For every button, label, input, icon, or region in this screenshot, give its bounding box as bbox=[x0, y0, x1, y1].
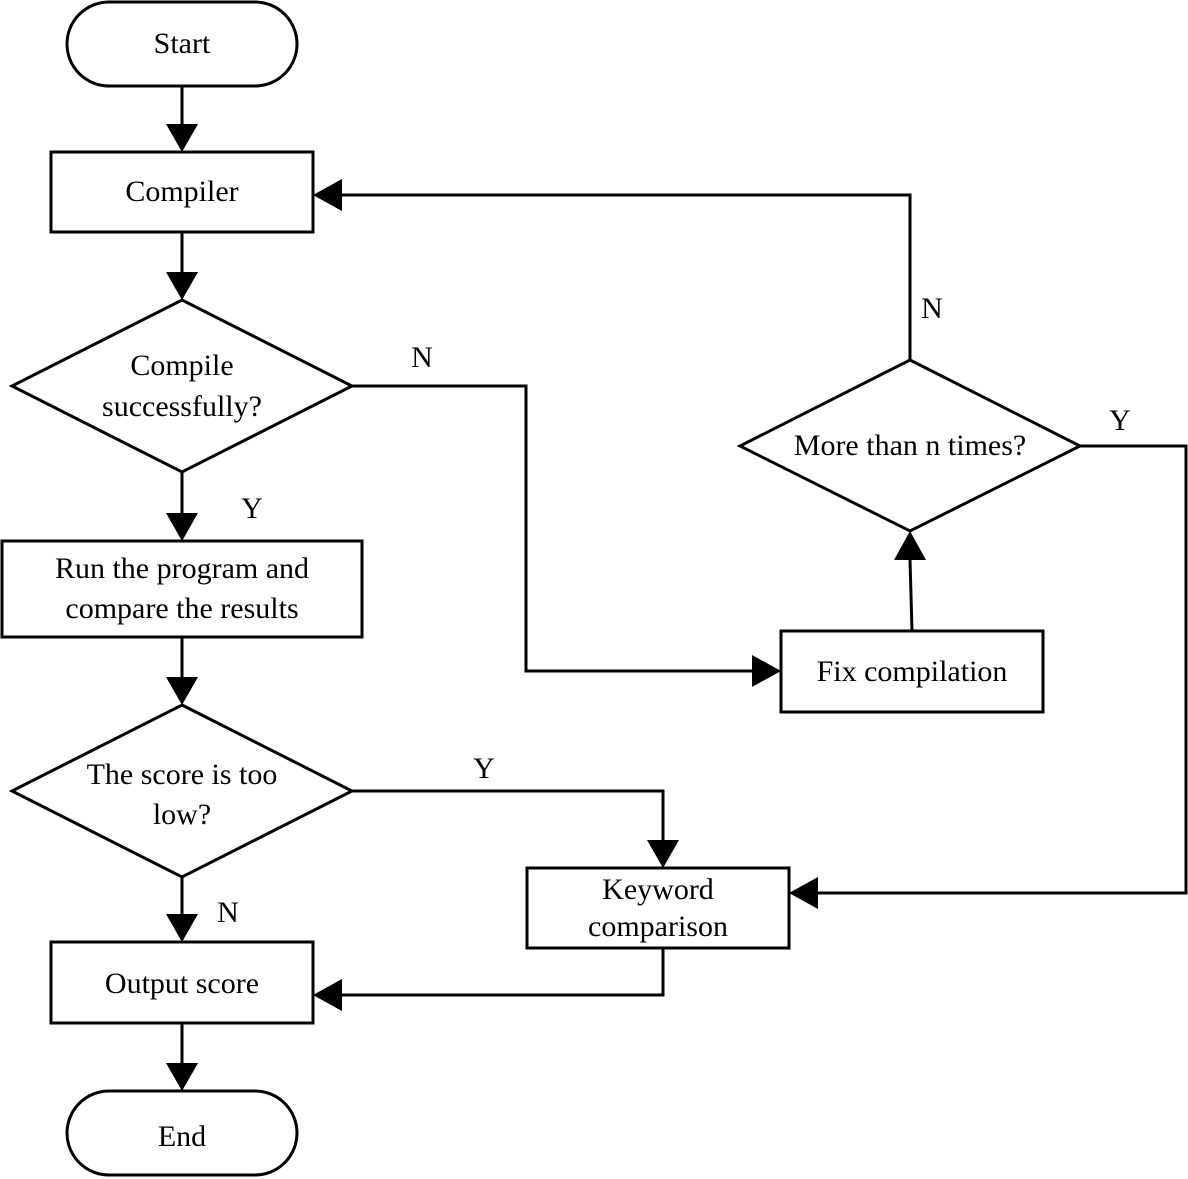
score-too-low-label-line2: low? bbox=[153, 798, 211, 831]
keyword-comparison-label-line2: comparison bbox=[588, 910, 728, 943]
run-program-process: Run the program and compare the results bbox=[0, 539, 364, 639]
keyword-comparison-process: Keyword comparison bbox=[525, 866, 791, 950]
arrowhead bbox=[166, 914, 198, 942]
arrowhead bbox=[166, 677, 198, 705]
edge-score-yes-to-keyword bbox=[352, 789, 665, 840]
edge-compile-no-to-fix bbox=[352, 384, 752, 673]
compile-no-label: N bbox=[411, 341, 433, 374]
edges bbox=[166, 86, 1188, 1091]
edge-fix-to-more-check bbox=[908, 559, 914, 632]
compile-success-label-line1: Compile bbox=[130, 349, 233, 382]
arrowhead bbox=[313, 179, 342, 211]
compile-yes-label: Y bbox=[241, 492, 263, 525]
more-than-n-times-label: More than n times? bbox=[794, 429, 1026, 462]
compile-success-decision: Compile successfully? bbox=[8, 298, 356, 474]
arrowhead bbox=[789, 877, 818, 909]
arrowhead bbox=[752, 655, 781, 687]
output-score-label: Output score bbox=[105, 967, 259, 1000]
output-score-process: Output score bbox=[49, 940, 315, 1025]
arrowhead bbox=[166, 1063, 198, 1091]
edge-more-no-to-compiler bbox=[342, 193, 912, 360]
arrowhead bbox=[313, 979, 342, 1011]
score-yes-label: Y bbox=[473, 752, 495, 785]
score-too-low-decision: The score is too low? bbox=[8, 703, 356, 879]
keyword-comparison-label-line1: Keyword bbox=[602, 873, 714, 906]
arrowhead bbox=[166, 272, 198, 300]
more-than-n-times-decision: More than n times? bbox=[736, 358, 1084, 533]
edge-labels: Y N Y N N Y bbox=[217, 292, 1131, 929]
score-no-label: N bbox=[217, 896, 239, 929]
fix-compilation-label: Fix compilation bbox=[817, 655, 1008, 688]
start-terminal: Start bbox=[65, 0, 299, 88]
end-label: End bbox=[158, 1120, 206, 1153]
score-too-low-label-line1: The score is too bbox=[87, 758, 278, 791]
run-program-label-line1: Run the program and bbox=[55, 552, 309, 585]
start-label: Start bbox=[154, 27, 211, 60]
compiler-process: Compiler bbox=[49, 150, 315, 234]
edge-more-yes-to-keyword bbox=[818, 444, 1188, 895]
compiler-label: Compiler bbox=[125, 175, 238, 208]
arrowhead bbox=[647, 840, 679, 868]
more-no-label: N bbox=[921, 292, 943, 325]
edge-keyword-to-output bbox=[342, 948, 665, 997]
compile-success-label-line2: successfully? bbox=[102, 390, 262, 423]
end-terminal: End bbox=[65, 1089, 299, 1177]
run-program-label-line2: compare the results bbox=[65, 592, 298, 625]
arrowhead bbox=[894, 531, 926, 560]
fix-compilation-process: Fix compilation bbox=[779, 629, 1045, 714]
more-yes-label: Y bbox=[1109, 404, 1131, 437]
arrowhead bbox=[166, 124, 198, 152]
arrowhead bbox=[166, 513, 198, 541]
